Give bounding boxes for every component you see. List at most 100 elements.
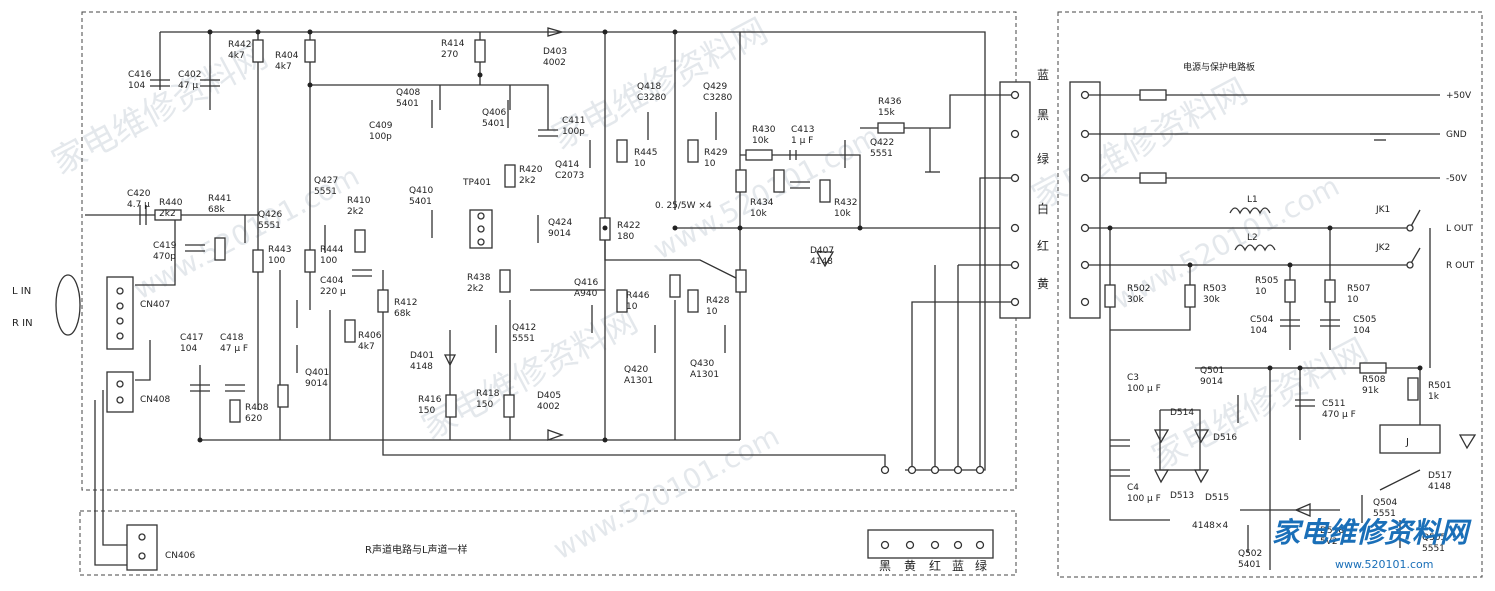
component-ref: R438 xyxy=(467,273,491,283)
component-value: 10k xyxy=(750,209,767,219)
component-ref: C413 xyxy=(791,125,814,135)
component-ref: JK2 xyxy=(1375,243,1390,253)
component-value: 5551 xyxy=(870,149,893,159)
component-ref: R408 xyxy=(245,403,269,413)
output-label-l: L OUT xyxy=(1446,224,1474,234)
component-ref: C505 xyxy=(1353,315,1376,325)
connector-label-cn407: CN407 xyxy=(140,300,170,310)
component-value: 68k xyxy=(208,205,225,215)
component-ref: R428 xyxy=(706,296,730,306)
side-pin-label: 绿 xyxy=(1037,151,1049,166)
component-value: 10 xyxy=(626,302,638,312)
component-value: 2k2 xyxy=(467,284,484,294)
component-ref: R442 xyxy=(228,40,251,50)
component-ref: Q401 xyxy=(305,368,329,378)
component-value: 9014 xyxy=(548,229,571,239)
component-ref: R444 xyxy=(320,245,344,255)
main-wires xyxy=(85,31,1015,566)
power-board-outline xyxy=(1057,11,1483,578)
bottom-pin-label: 蓝 xyxy=(952,559,964,573)
component-value: 2k2 xyxy=(519,176,536,186)
component-value: 104 xyxy=(1250,326,1267,336)
component-ref: L1 xyxy=(1247,195,1258,205)
component-value: 1 μ F xyxy=(791,136,813,146)
component-ref: R440 xyxy=(159,198,183,208)
connector-strip-right xyxy=(1069,81,1101,319)
input-label-l: L IN xyxy=(12,286,31,297)
component-ref: R414 xyxy=(441,39,465,49)
component-value: 5551 xyxy=(258,221,281,231)
component-ref: JK1 xyxy=(1375,205,1390,215)
component-ref: Q424 xyxy=(548,218,573,228)
component-ref: Q414 xyxy=(555,160,580,170)
component-value: 47 μ xyxy=(178,81,198,91)
component-ref: Q430 xyxy=(690,359,715,369)
component-ref: Q420 xyxy=(624,365,649,375)
component-value: 10 xyxy=(704,159,716,169)
component-ref: D403 xyxy=(543,47,567,57)
component-ref: Q412 xyxy=(512,323,536,333)
component-ref: R416 xyxy=(418,395,442,405)
component-ref: R508 xyxy=(1362,375,1386,385)
component-ref: C409 xyxy=(369,121,393,131)
component-value: 9014 xyxy=(1200,377,1223,387)
component-ref: C3 xyxy=(1127,373,1139,383)
component-ref: C504 xyxy=(1250,315,1274,325)
component-value: 1k xyxy=(1428,392,1440,402)
component-value: 10 xyxy=(634,159,646,169)
component-ref: C419 xyxy=(153,241,177,251)
component-value: 10k xyxy=(752,136,769,146)
watermark-url: www.520101.com xyxy=(548,419,785,566)
component-value: 30k xyxy=(1203,295,1220,305)
component-value: 4.7 μ xyxy=(127,200,150,210)
component-value: 470p xyxy=(153,252,176,262)
component-value: 150 xyxy=(418,406,435,416)
component-ref: D517 xyxy=(1428,471,1452,481)
r-channel-board-outline xyxy=(79,510,1017,576)
component-ref: R507 xyxy=(1347,284,1370,294)
component-value: 5551 xyxy=(512,334,535,344)
component-ref: C411 xyxy=(562,116,585,126)
component-value: 68k xyxy=(394,309,411,319)
rail-label: GND xyxy=(1446,130,1467,140)
component-ref: C420 xyxy=(127,189,151,199)
component-ref: C4 xyxy=(1127,483,1139,493)
component-value: 100 μ F xyxy=(1127,494,1161,504)
component-ref: C418 xyxy=(220,333,244,343)
emitter-resistor-note: 0. 25/5W ×4 xyxy=(655,201,712,211)
component-value: 4002 xyxy=(543,58,566,68)
rail-label: +50V xyxy=(1446,91,1472,101)
component-ref: R441 xyxy=(208,194,231,204)
component-ref: Q505 xyxy=(1422,533,1446,543)
component-ref: TP401 xyxy=(462,178,491,188)
component-ref: R446 xyxy=(626,291,650,301)
component-ref: Q418 xyxy=(637,82,662,92)
component-value: 5551 xyxy=(1373,509,1396,519)
component-ref: R410 xyxy=(347,196,371,206)
component-value: 270 xyxy=(441,50,458,60)
component-ref: D407 xyxy=(810,246,834,256)
component-value: 100p xyxy=(562,127,585,137)
component-value: 5401 xyxy=(482,119,505,129)
component-ref: R420 xyxy=(519,165,543,175)
component-value: 91k xyxy=(1362,386,1379,396)
component-ref: R503 xyxy=(1203,284,1226,294)
component-value: C3280 xyxy=(637,93,666,103)
component-value: 4148 xyxy=(1428,482,1451,492)
component-value: 9014 xyxy=(305,379,328,389)
bottom-pin-label: 黄 xyxy=(904,559,916,573)
relay-label: J xyxy=(1405,437,1409,448)
component-ref: R406 xyxy=(358,331,382,341)
component-value: 2k2 xyxy=(159,209,176,219)
component-ref: D518 xyxy=(1320,526,1344,536)
component-value: 150 xyxy=(476,400,493,410)
component-value: 10k xyxy=(834,209,851,219)
component-ref: Q426 xyxy=(258,210,283,220)
component-value: 100p xyxy=(369,132,392,142)
component-ref: R422 xyxy=(617,221,640,231)
component-value: 100 xyxy=(320,256,337,266)
component-value: 2k2 xyxy=(347,207,364,217)
component-ref: Q502 xyxy=(1238,549,1262,559)
